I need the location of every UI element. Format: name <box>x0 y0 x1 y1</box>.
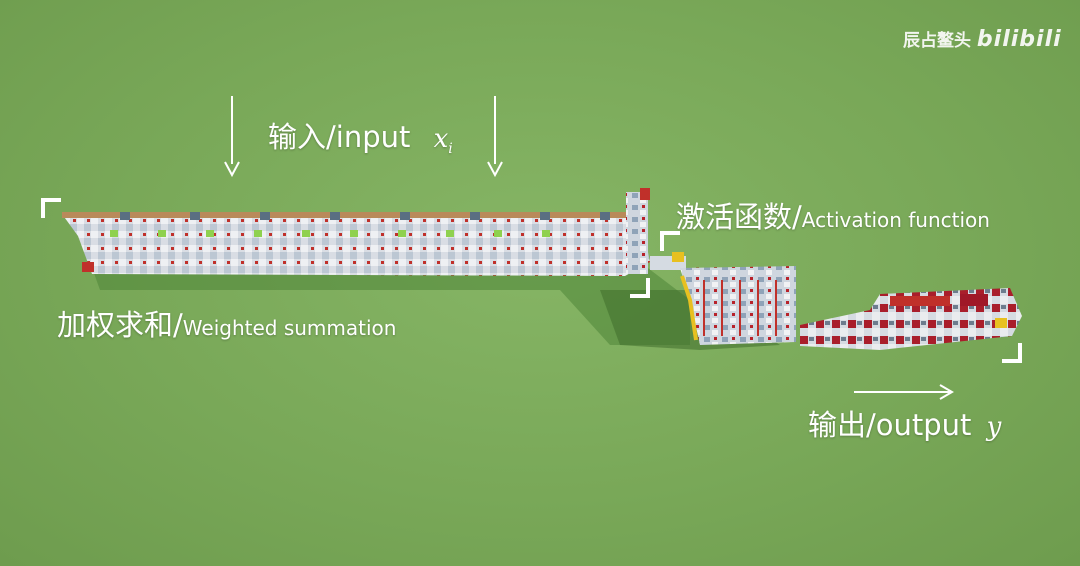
bracket-bottom-right <box>1002 343 1022 363</box>
summation-label-cn: 加权求和/ <box>57 308 183 342</box>
output-arrow <box>854 391 950 393</box>
summation-label: 加权求和/Weighted summation <box>57 302 396 344</box>
output-label: 输出/output y <box>808 402 1001 444</box>
bracket-activation-bottom-right <box>630 278 650 298</box>
input-arrow-right <box>494 96 496 164</box>
summation-label-en: Weighted summation <box>183 316 397 340</box>
activation-label-en: Activation function <box>802 208 990 232</box>
output-label-text: 输出/output <box>808 408 971 442</box>
output-variable: y <box>987 412 1002 442</box>
activation-label: 激活函数/Activation function <box>676 194 990 236</box>
bracket-top-left <box>41 198 61 218</box>
input-label-text: 输入/input <box>268 120 410 154</box>
input-variable: xi <box>434 124 453 154</box>
activation-label-cn: 激活函数/ <box>676 200 802 234</box>
input-label: 输入/input xi <box>268 114 453 157</box>
